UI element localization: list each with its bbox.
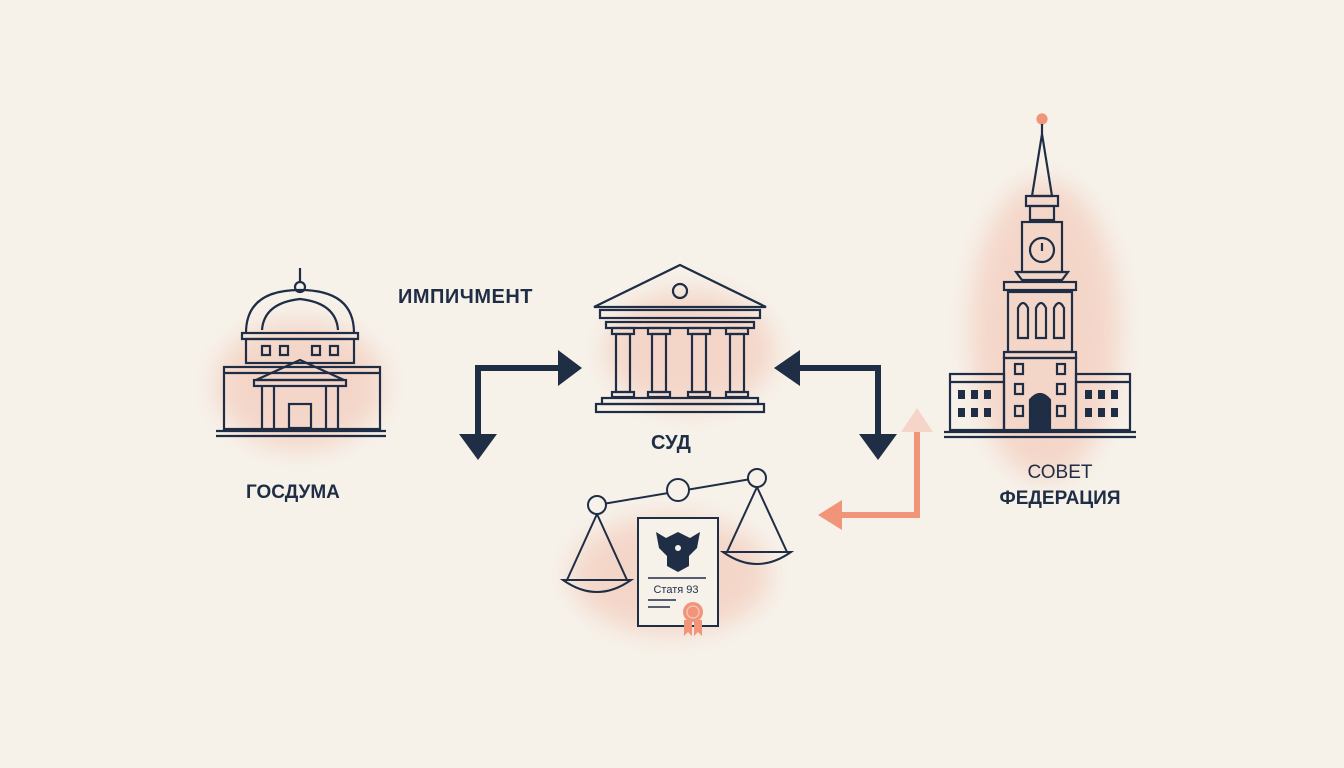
eagle-emblem-icon bbox=[656, 532, 700, 572]
federation-council-label-line2: ФЕДЕРАЦИЯ bbox=[999, 488, 1121, 509]
federation-council-label: СОВЕТ ФЕДЕРАЦИЯ bbox=[990, 460, 1130, 512]
decision-arrow-accent bbox=[818, 408, 933, 530]
impeachment-label: ИМПИЧМЕНТ bbox=[398, 286, 533, 308]
duma-building-icon bbox=[216, 268, 386, 438]
federation-council-label-line1: СОВЕТ bbox=[1027, 462, 1093, 483]
document-article-text: Статя 93 bbox=[653, 584, 698, 596]
gosduma-label: ГОСДУМА bbox=[246, 482, 340, 503]
court-label: СУД bbox=[651, 432, 691, 454]
impeachment-arrow-left bbox=[459, 350, 582, 460]
court-building-icon bbox=[593, 263, 767, 414]
scales-icon bbox=[559, 468, 795, 593]
document-icon: Статя 93 bbox=[637, 517, 719, 636]
kremlin-tower-icon bbox=[944, 113, 1136, 439]
council-arrow-right bbox=[774, 350, 897, 460]
seal-icon bbox=[683, 602, 703, 636]
